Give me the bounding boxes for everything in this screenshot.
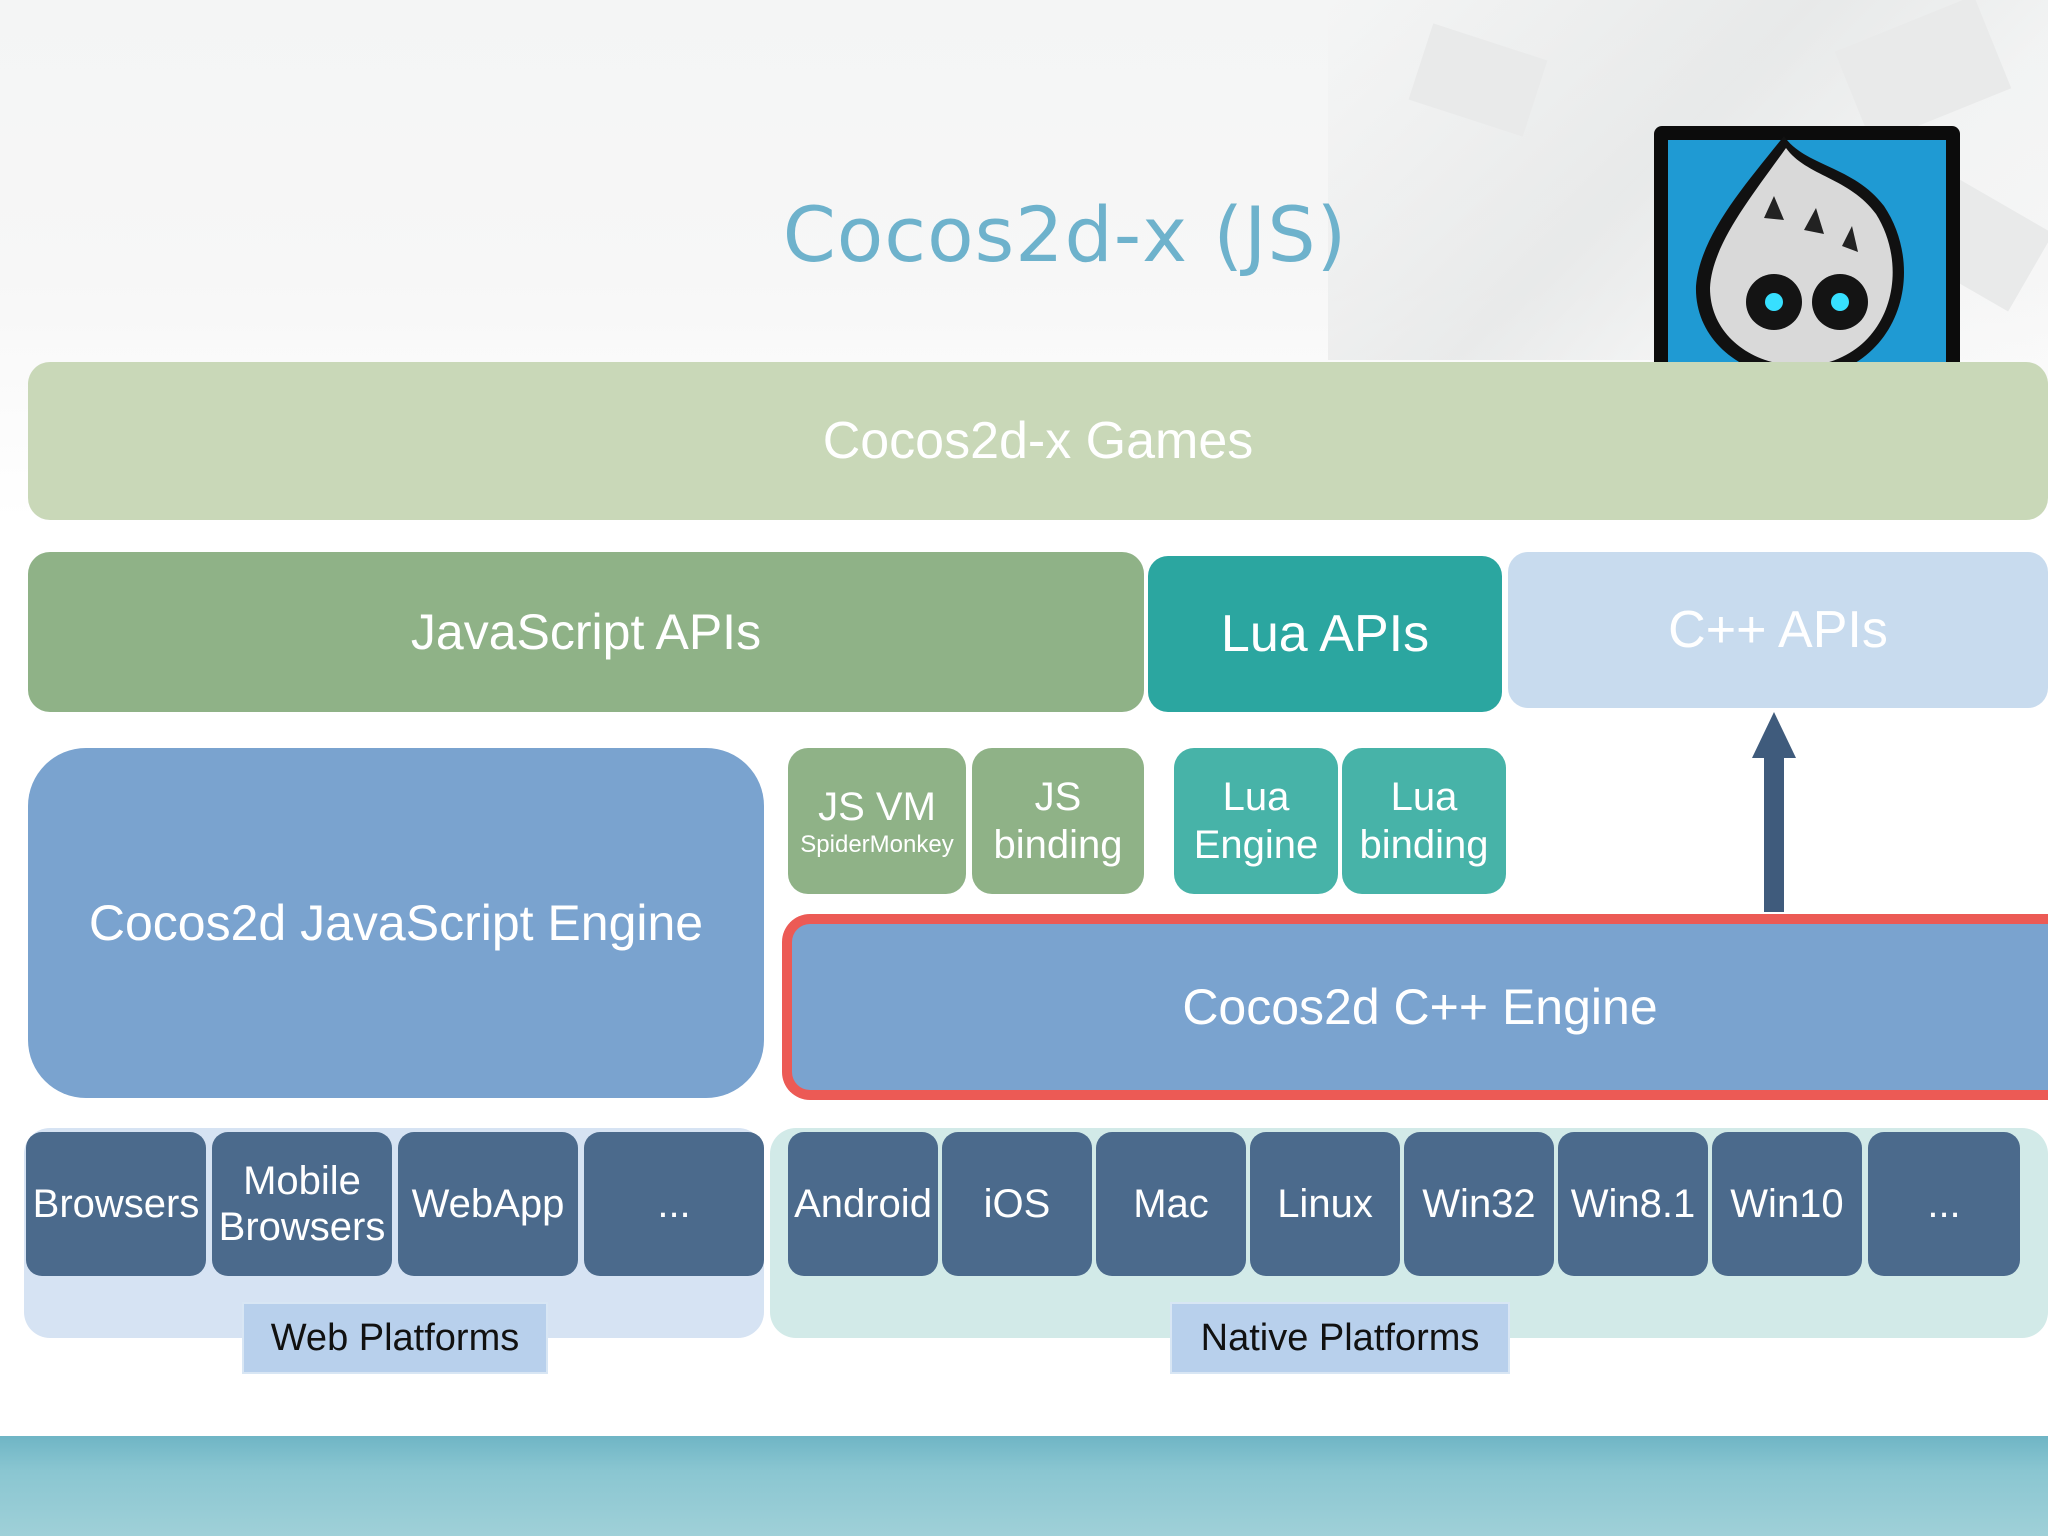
lua-engine-box: Lua Engine (1174, 748, 1338, 894)
lua-engine-label-line1: Lua (1222, 775, 1290, 819)
platform-mobile-browsers: Mobile Browsers (212, 1132, 392, 1276)
js-binding-label-line1: JS (1034, 775, 1082, 819)
js-binding-label-line2: binding (993, 823, 1123, 867)
platform-web-more: ... (584, 1132, 764, 1276)
js-vm-label: JS VM (818, 785, 936, 829)
up-arrow-shaft (1764, 752, 1784, 912)
lua-apis-label: Lua APIs (1220, 605, 1430, 663)
platform-linux: Linux (1250, 1132, 1400, 1276)
lua-apis-layer: Lua APIs (1148, 556, 1502, 712)
cpp-engine-box-highlighted: Cocos2d C++ Engine (782, 914, 2048, 1100)
platform-ios: iOS (942, 1132, 1092, 1276)
cpp-engine-label: Cocos2d C++ Engine (1182, 979, 1658, 1035)
lua-binding-label-line1: Lua (1390, 775, 1458, 819)
games-layer-label: Cocos2d-x Games (822, 412, 1254, 470)
javascript-apis-layer: JavaScript APIs (28, 552, 1144, 712)
platform-native-more: ... (1868, 1132, 2020, 1276)
js-vm-sublabel: SpiderMonkey (800, 831, 954, 858)
platform-android: Android (788, 1132, 938, 1276)
slide-title: Cocos2d-x (JS) (782, 190, 1348, 279)
texture-chip (1408, 23, 1548, 137)
platform-webapp: WebApp (398, 1132, 578, 1276)
lua-binding-label-line2: binding (1359, 823, 1489, 867)
native-platforms-label: Native Platforms (1170, 1302, 1510, 1374)
js-binding-box: JS binding (972, 748, 1144, 894)
texture-chip (1834, 0, 2012, 145)
javascript-engine-label: Cocos2d JavaScript Engine (88, 895, 704, 951)
javascript-apis-label: JavaScript APIs (410, 604, 762, 660)
javascript-engine-box: Cocos2d JavaScript Engine (28, 748, 764, 1098)
platform-win10: Win10 (1712, 1132, 1862, 1276)
up-arrow-head-icon (1752, 712, 1796, 758)
cpp-apis-layer: C++ APIs (1508, 552, 2048, 708)
games-layer: Cocos2d-x Games (28, 362, 2048, 520)
platform-win81: Win8.1 (1558, 1132, 1708, 1276)
lua-binding-box: Lua binding (1342, 748, 1506, 894)
lua-engine-label-line2: Engine (1193, 823, 1319, 867)
platform-win32: Win32 (1404, 1132, 1554, 1276)
platform-browsers: Browsers (26, 1132, 206, 1276)
web-platforms-label: Web Platforms (242, 1302, 548, 1374)
js-vm-box: JS VM SpiderMonkey (788, 748, 966, 894)
platform-mac: Mac (1096, 1132, 1246, 1276)
footer-band (0, 1436, 2048, 1536)
cpp-apis-label: C++ APIs (1668, 601, 1888, 659)
